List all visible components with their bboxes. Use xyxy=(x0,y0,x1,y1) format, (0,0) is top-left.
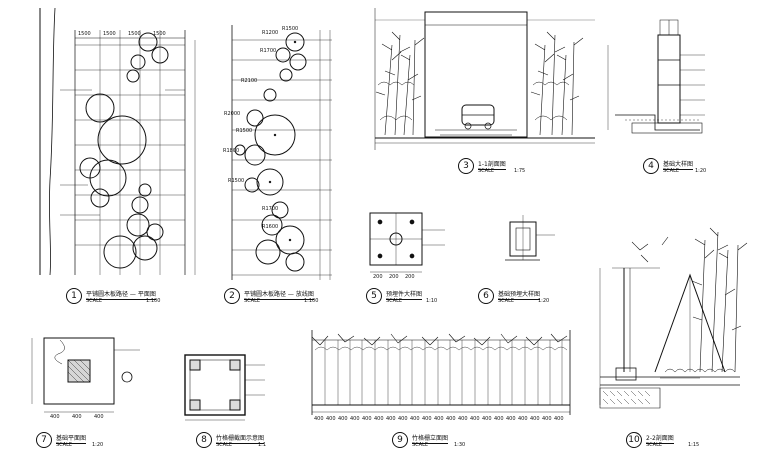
detail-scale: SCALE xyxy=(56,442,73,448)
detail-ratio: 1:100 xyxy=(146,298,161,304)
radius-label: R2100 xyxy=(241,78,257,84)
detail-5-embed-plate xyxy=(369,212,445,273)
dim-label: 200 xyxy=(389,274,399,280)
bamboo-clump-right xyxy=(530,31,584,136)
dim-label: 200 xyxy=(373,274,383,280)
dim-label: 400 xyxy=(494,416,504,422)
detail-scale: SCALE xyxy=(663,168,680,174)
dim-label: 400 xyxy=(398,416,408,422)
detail-ratio: 1:20 xyxy=(695,168,707,174)
dim-label: 400 xyxy=(72,414,82,420)
detail-scale: SCALE xyxy=(412,442,429,448)
dim-label: 400 xyxy=(326,416,336,422)
detail-3-section xyxy=(374,8,595,150)
detail-number: 5 xyxy=(366,288,382,304)
dim-label: 400 xyxy=(350,416,360,422)
detail-2-setout xyxy=(231,25,332,280)
dim-label: 400 xyxy=(470,416,480,422)
detail-number: 6 xyxy=(478,288,494,304)
dim-label: 400 xyxy=(338,416,348,422)
radius-label: R1700 xyxy=(262,206,278,212)
dim-label: 400 xyxy=(446,416,456,422)
detail-title: 平铺圆木板路径 — 放线图 xyxy=(244,291,314,300)
detail-number: 8 xyxy=(196,432,212,448)
detail-title: 竹格栅截面示意图 xyxy=(216,435,265,444)
dim-label: 400 xyxy=(482,416,492,422)
detail-1-plan xyxy=(39,7,196,276)
dim-label: 400 xyxy=(434,416,444,422)
detail-8-grille-section xyxy=(184,354,265,421)
dim-label: 400 xyxy=(362,416,372,422)
detail-number: 2 xyxy=(224,288,240,304)
detail-7-foundation-plan xyxy=(31,337,140,413)
radius-label: R1200 xyxy=(262,30,278,36)
bamboo-clump-left xyxy=(375,31,425,136)
dimensions: 1500 1500 1500 1500 400 400 400 400 400 … xyxy=(50,31,564,422)
detail-scale: SCALE xyxy=(216,442,233,448)
detail-scale: SCALE xyxy=(646,442,663,448)
detail-title: 基础大样图 xyxy=(663,161,694,170)
dim-label: 1500 xyxy=(153,31,166,37)
dim-label: 400 xyxy=(50,414,60,420)
radius-label: R1500 xyxy=(282,26,298,32)
dim-label: 400 xyxy=(530,416,540,422)
dim-label: 400 xyxy=(458,416,468,422)
dim-label: 400 xyxy=(554,416,564,422)
detail-title: 平铺圆木板路径 — 平面图 xyxy=(86,291,156,300)
detail-4-foundation xyxy=(607,19,705,134)
radius-label: R1700 xyxy=(260,48,276,54)
detail-number: 4 xyxy=(643,158,659,174)
dim-label: 400 xyxy=(518,416,528,422)
dim-label: 400 xyxy=(94,414,104,420)
detail-10-section xyxy=(599,227,748,409)
radius-label: R1500 xyxy=(228,178,244,184)
dim-label: 400 xyxy=(506,416,516,422)
detail-ratio: 1:100 xyxy=(304,298,319,304)
detail-title: 2-2剖面图 xyxy=(646,435,674,444)
radius-label: R2000 xyxy=(224,111,240,117)
detail-scale: SCALE xyxy=(498,298,515,304)
detail-number: 7 xyxy=(36,432,52,448)
detail-9-grille-elevation xyxy=(311,330,571,415)
detail-number: 10 xyxy=(626,432,642,448)
detail-number: 1 xyxy=(66,288,82,304)
detail-scale: SCALE xyxy=(478,168,495,174)
dim-label: 1500 xyxy=(128,31,141,37)
radius-label: R1600 xyxy=(262,224,278,230)
dim-label: 400 xyxy=(386,416,396,422)
detail-ratio: 1:1 xyxy=(258,442,267,448)
dim-label: 1500 xyxy=(103,31,116,37)
detail-title: 基础预埋大样图 xyxy=(498,291,541,300)
dim-label: 1500 xyxy=(78,31,91,37)
dim-label: 200 xyxy=(405,274,415,280)
detail-title: 1-1剖面图 xyxy=(478,161,506,170)
detail-ratio: 1:30 xyxy=(454,442,466,448)
detail-number: 9 xyxy=(392,432,408,448)
detail-scale: SCALE xyxy=(86,298,103,304)
dim-label: 400 xyxy=(422,416,432,422)
radius-labels: R1200 R1500 R1700 R2100 R2000 R1500 R180… xyxy=(223,26,298,230)
detail-scale: SCALE xyxy=(244,298,261,304)
radius-label: R1500 xyxy=(236,128,252,134)
detail-number: 3 xyxy=(458,158,474,174)
detail-ratio: 1:20 xyxy=(92,442,104,448)
detail-scale: SCALE xyxy=(386,298,403,304)
dim-label: 400 xyxy=(410,416,420,422)
radius-label: R1800 xyxy=(223,148,239,154)
detail-title: 预埋件大样图 xyxy=(386,291,423,300)
dim-label: 400 xyxy=(314,416,324,422)
detail-title: 基础平面图 xyxy=(56,435,87,444)
dim-label: 400 xyxy=(374,416,384,422)
detail-ratio: 1:75 xyxy=(514,168,526,174)
detail-title: 竹格栅立面图 xyxy=(412,435,449,444)
detail-ratio: 1:15 xyxy=(688,442,700,448)
dim-label: 400 xyxy=(542,416,552,422)
detail-ratio: 1:10 xyxy=(426,298,438,304)
detail-6-embed-section xyxy=(505,215,555,261)
detail-ratio: 1:20 xyxy=(538,298,550,304)
